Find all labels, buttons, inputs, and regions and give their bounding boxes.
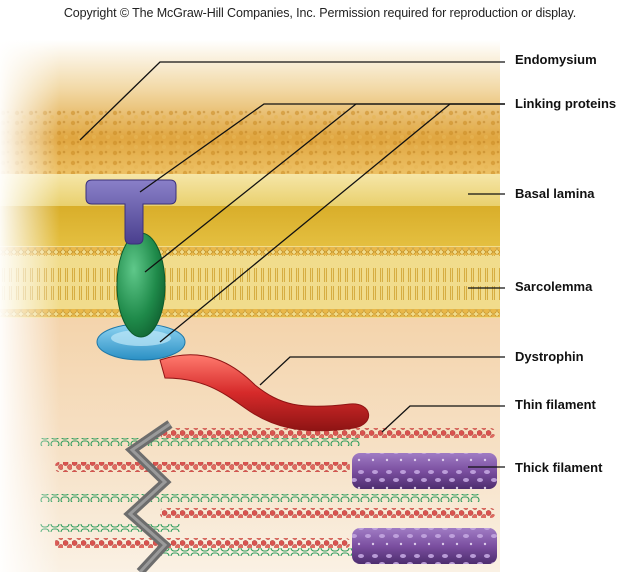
- label-basal-lamina: Basal lamina: [515, 186, 595, 201]
- thin-filaments: [55, 428, 495, 548]
- label-endomysium: Endomysium: [515, 52, 597, 67]
- sarcolemma-bilayer: [0, 246, 500, 320]
- linking-protein-top: [85, 179, 177, 245]
- thick-filaments: [352, 453, 497, 564]
- z-disc: [123, 420, 173, 572]
- leader-thin-filament: [381, 405, 505, 433]
- leader-lines: [79, 61, 505, 468]
- endomysium-layer: [0, 40, 500, 180]
- leader-linking-bottom: [159, 103, 505, 343]
- copyright-text: Copyright © The McGraw-Hill Companies, I…: [63, 6, 577, 20]
- linking-protein-middle: [116, 232, 166, 338]
- leader-endomysium: [79, 61, 505, 141]
- basal-lamina-layer: [0, 174, 500, 246]
- myofilaments: [40, 420, 497, 572]
- label-sarcolemma: Sarcolemma: [515, 279, 593, 294]
- left-fade: [0, 40, 60, 572]
- leader-dystrophin: [259, 356, 505, 386]
- label-linking-proteins: Linking proteins: [515, 96, 617, 111]
- linking-protein-complex: [85, 179, 370, 432]
- label-thick-filament: Thick filament: [515, 460, 603, 475]
- titin-filament: [40, 438, 480, 556]
- dystrophin-protein: [159, 354, 370, 432]
- label-thin-filament: Thin filament: [515, 397, 596, 412]
- label-dystrophin: Dystrophin: [515, 349, 584, 364]
